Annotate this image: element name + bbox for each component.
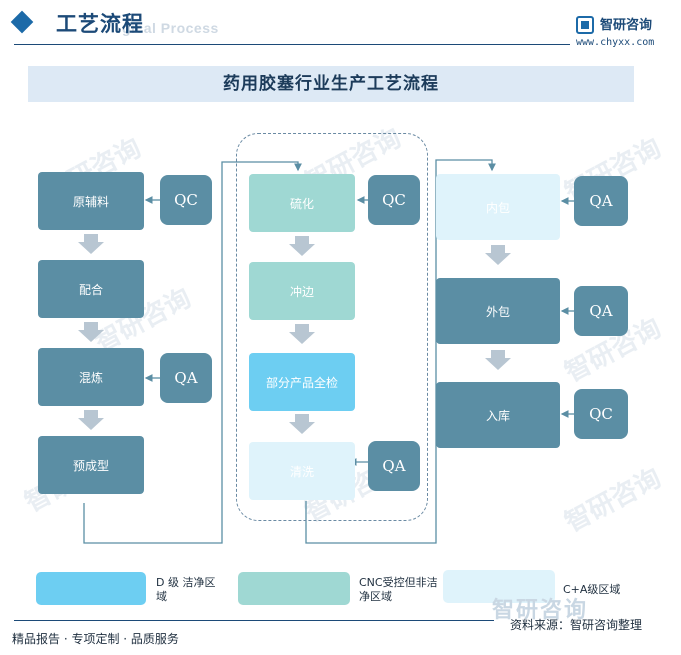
- step-warehousing: 入库: [436, 382, 560, 448]
- down-arrow-icon: [78, 410, 104, 430]
- source-note: 资料来源：智研咨询整理: [510, 618, 643, 632]
- header-divider: [14, 44, 570, 45]
- down-arrow-icon: [78, 234, 104, 254]
- step-compounding: 配合: [38, 260, 144, 318]
- qc-badge: QC: [368, 175, 420, 225]
- down-arrow-icon: [485, 350, 511, 370]
- step-outer-packing: 外包: [436, 278, 560, 344]
- diagram-title-banner: [28, 66, 634, 102]
- legend-label-ca-grade: C+A级区域: [563, 583, 621, 596]
- step-vulcanization: 硫化: [249, 174, 355, 232]
- step-inner-packing: 内包: [436, 174, 560, 240]
- qc-badge: QC: [160, 175, 212, 225]
- footer-tagline: 精品报告 · 专项定制 · 品质服务: [12, 632, 179, 646]
- down-arrow-icon: [289, 414, 315, 434]
- down-arrows-col3: [485, 245, 511, 370]
- step-mixing: 混炼: [38, 348, 144, 406]
- down-arrows-col2: [289, 236, 315, 434]
- brand-logo-icon: [576, 16, 594, 34]
- step-partial-inspection: 部分产品全检: [249, 353, 355, 411]
- legend-swatch-ca-grade: [443, 570, 555, 603]
- step-raw-materials: 原辅料: [38, 172, 144, 230]
- qa-badge: QA: [574, 176, 628, 226]
- qc-badge: QC: [574, 389, 628, 439]
- controlled-area-outline: [236, 133, 428, 521]
- down-arrow-icon: [289, 324, 315, 344]
- step-cleaning: 清洗: [249, 442, 355, 500]
- brand-name: 智研咨询: [600, 18, 653, 33]
- legend-label-cnc: CNC受控但非洁净区域: [359, 576, 438, 603]
- legend-swatch-d-grade: [36, 572, 146, 605]
- legend-label-d-grade: D 级 洁净区域: [156, 576, 216, 603]
- diagram-title: 药用胶塞行业生产工艺流程: [223, 74, 439, 94]
- down-arrow-icon: [485, 245, 511, 265]
- brand-url: www.chyxx.com: [576, 37, 655, 48]
- down-arrows-col1: [78, 234, 104, 430]
- step-trimming: 冲边: [249, 262, 355, 320]
- footer-divider: [14, 620, 494, 621]
- down-arrow-icon: [78, 322, 104, 342]
- qa-badge: QA: [368, 441, 420, 491]
- qa-badge: QA: [574, 286, 628, 336]
- down-arrow-icon: [289, 236, 315, 256]
- footer-brand-watermark: 智研咨询: [492, 598, 589, 623]
- legend-swatch-cnc: [238, 572, 350, 605]
- page-title: 工艺流程: [56, 12, 144, 36]
- step-preforming: 预成型: [38, 436, 144, 494]
- qa-badge: QA: [160, 353, 212, 403]
- header-subtitle: gical Process: [122, 20, 219, 36]
